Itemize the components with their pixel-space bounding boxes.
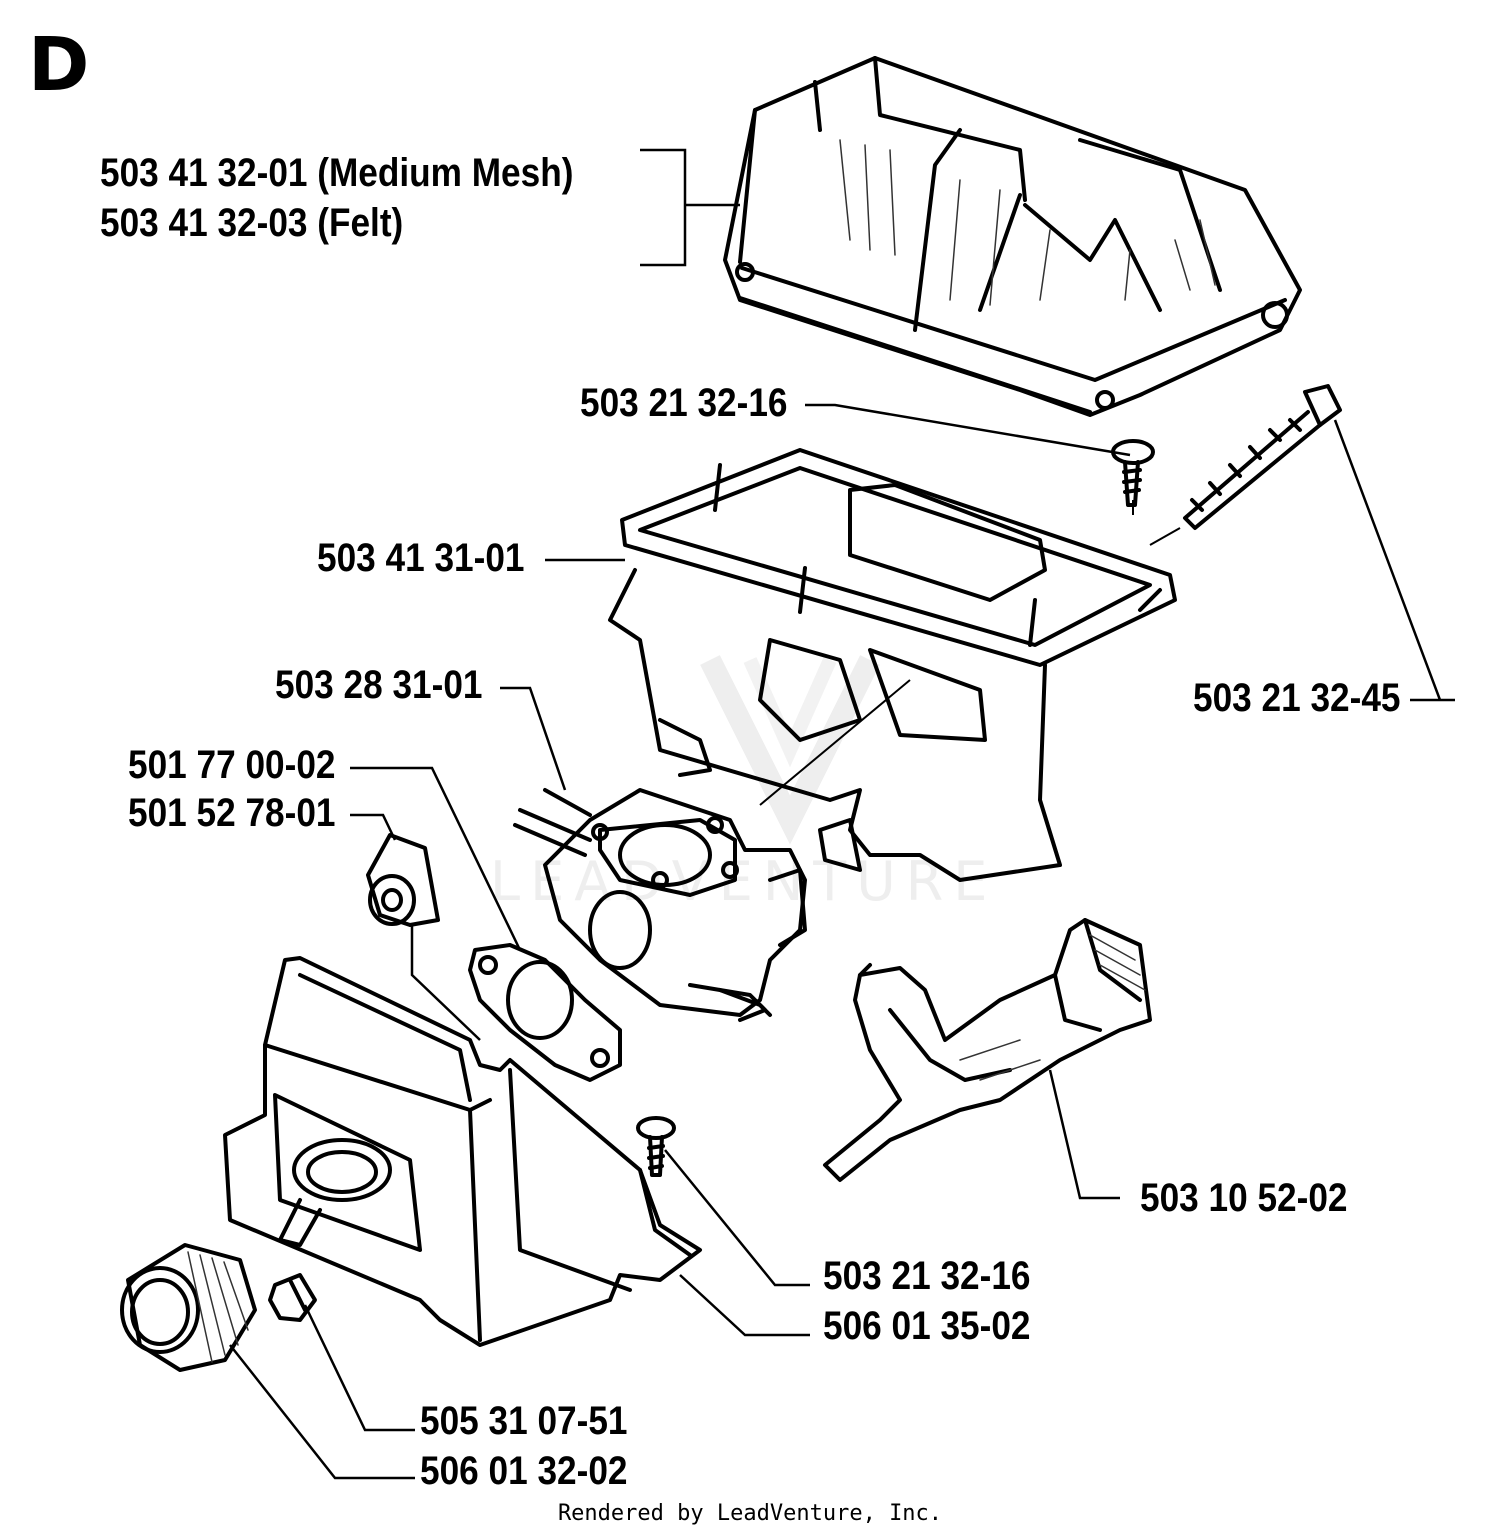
label-gasket: 501 77 00-02: [128, 743, 336, 787]
leader-gasket: [350, 766, 522, 951]
gasket-drawing: [468, 943, 622, 1082]
assembly-centerline-2: [1149, 527, 1181, 546]
plug-drawing: [268, 1273, 317, 1322]
assembly-centerline: [759, 679, 911, 806]
section-letter: D: [28, 22, 90, 108]
leader-plug: [303, 1304, 415, 1432]
leader-screw-lower: [664, 1149, 810, 1287]
carburetor-drawing: [513, 788, 807, 1022]
throttle-lever-drawing: [823, 918, 1152, 1182]
leader-intake-sleeve: [229, 1344, 415, 1480]
grommet-drawing: [366, 833, 440, 927]
air-filter-drawing: [723, 56, 1302, 417]
label-intake-housing: 506 01 35-02: [823, 1304, 1031, 1348]
label-carburetor: 503 28 31-01: [275, 663, 483, 707]
label-plug: 505 31 07-51: [420, 1399, 628, 1443]
label-screw-upper: 503 21 32-16: [580, 381, 788, 425]
leader-intake-housing: [679, 1274, 810, 1337]
screw-lower-drawing: [636, 1116, 676, 1177]
leader-air-filter: [640, 148, 740, 267]
label-grommet: 501 52 78-01: [128, 791, 336, 835]
intake-sleeve-drawing: [120, 1243, 257, 1372]
label-throttle-lever: 503 10 52-02: [1140, 1176, 1348, 1220]
screw-upper-drawing: [1111, 439, 1155, 507]
label-air-filter-medium-mesh: 503 41 32-01 (Medium Mesh): [100, 151, 574, 195]
leader-grommet-ext: [410, 925, 481, 1041]
leader-screw-upper: [805, 403, 1131, 457]
label-filter-holder: 503 41 31-01: [317, 536, 525, 580]
long-screw-drawing: [1183, 384, 1342, 530]
label-intake-sleeve: 506 01 32-02: [420, 1449, 628, 1493]
leader-long-screw: [1333, 419, 1455, 702]
leader-throttle-lever: [1048, 1069, 1120, 1200]
leader-carburetor: [500, 686, 567, 791]
label-long-screw: 503 21 32-45: [1193, 676, 1401, 720]
intake-housing-drawing: [223, 956, 702, 1347]
render-credit: Rendered by LeadVenture, Inc.: [557, 1501, 943, 1526]
leader-grommet: [350, 813, 397, 841]
label-air-filter-felt: 503 41 32-03 (Felt): [100, 201, 404, 245]
filter-holder-drawing: [608, 448, 1177, 882]
label-screw-lower: 503 21 32-16: [823, 1254, 1031, 1298]
